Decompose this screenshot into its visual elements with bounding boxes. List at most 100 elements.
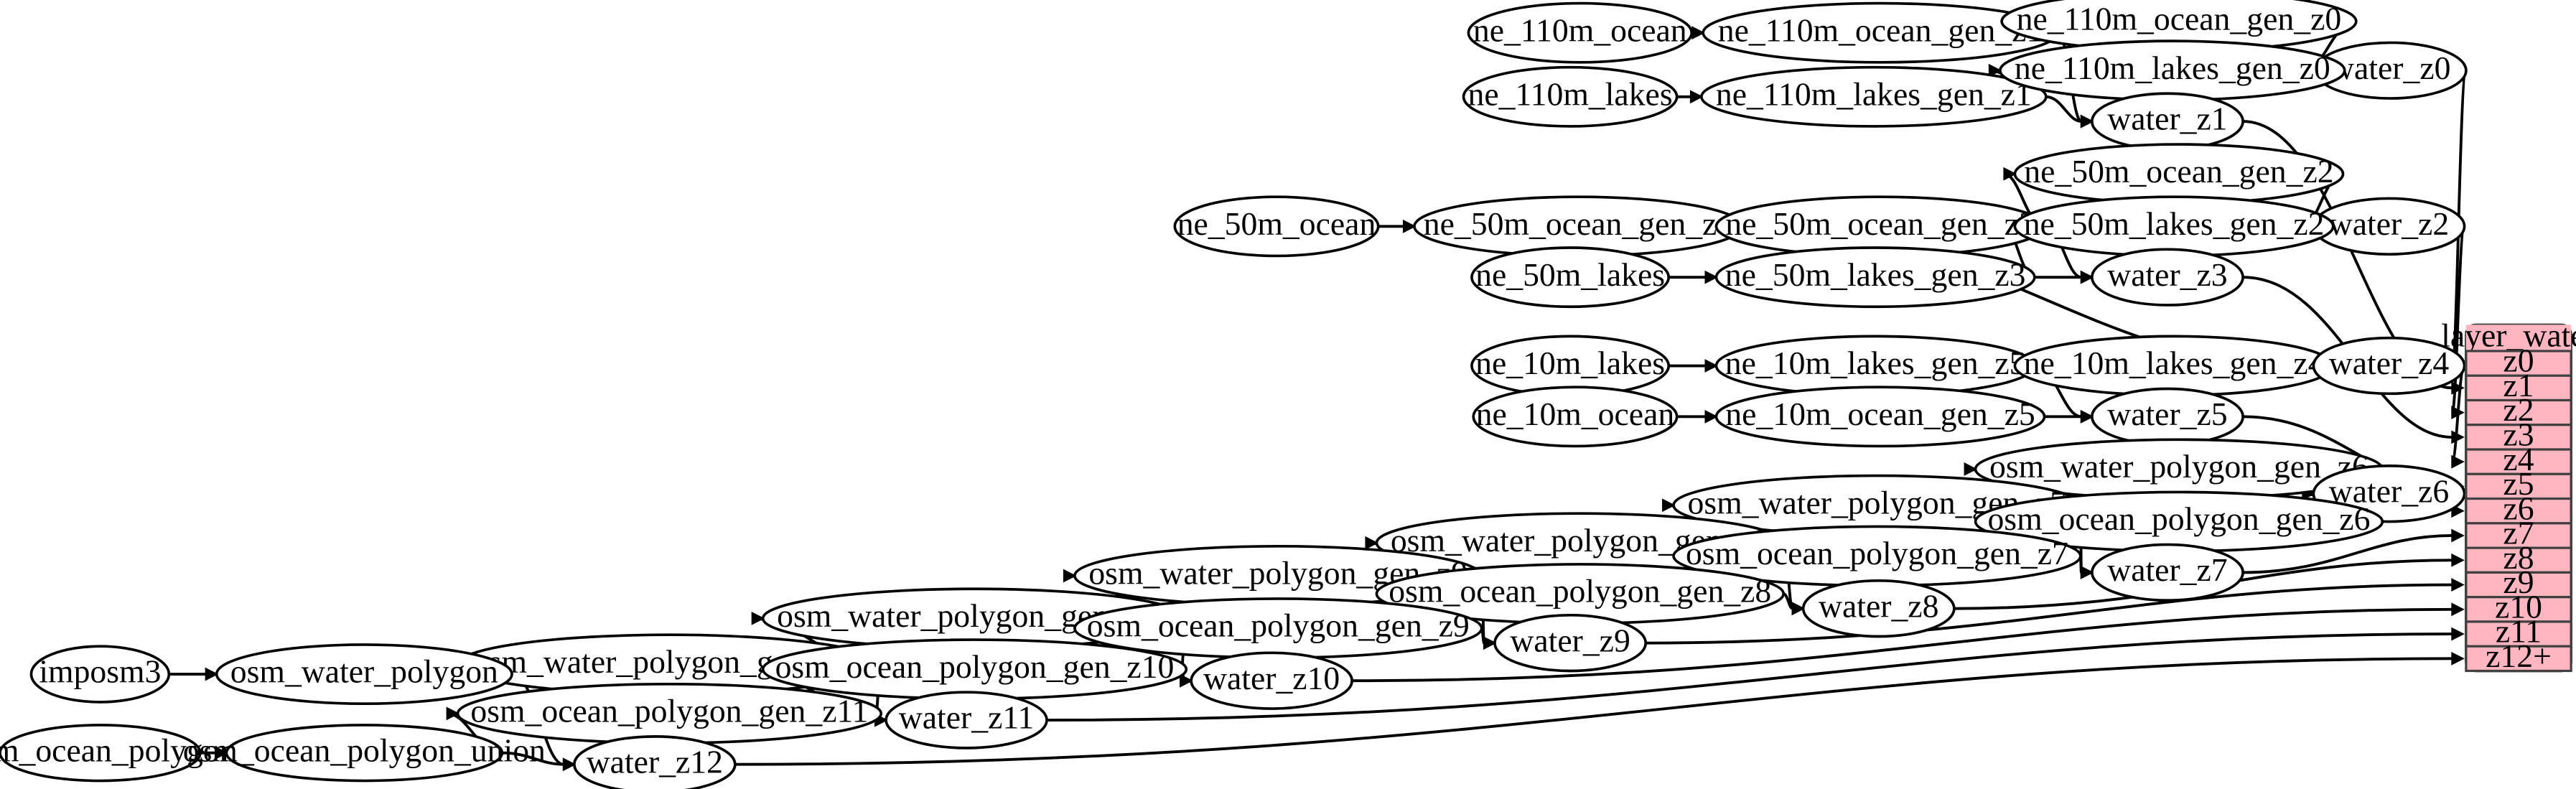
layer-water-row-z8[interactable]	[2465, 546, 2572, 574]
graph-node-water_z1[interactable]: water_z1	[2090, 92, 2244, 151]
node-shape-ne_110m_ocean_gen_z1	[1702, 1, 2059, 64]
graph-node-ne_10m_lakes_gen_z4[interactable]: ne_10m_lakes_gen_z4	[2013, 335, 2335, 397]
graph-node-water_z9[interactable]: water_z9	[1493, 613, 1648, 673]
node-shape-osm_ocean_polygon	[0, 724, 202, 783]
arrowhead-ne_50m_lakes--to--ne_50m_lakes_gen_z3	[1704, 270, 1719, 284]
arrowhead-osm_water_polygon_gen_z9--to--osm_water_polygon_gen_z8	[1365, 536, 1378, 550]
arrowhead-osm_ocean_polygon_gen_z7--to--water_z7	[2080, 566, 2094, 579]
arrowhead-osm_ocean_polygon_gen_z9--to--water_z9	[1483, 636, 1497, 650]
graph-node-osm_water_polygon[interactable]: osm_water_polygon	[215, 643, 513, 706]
arrowhead-water_z8--to--layer_water.z8	[2451, 553, 2465, 567]
node-shape-ne_10m_ocean_gen_z5	[1714, 386, 2046, 448]
node-shape-osm_water_polygon	[215, 643, 513, 706]
arrowhead-ne_110m_lakes--to--ne_110m_lakes_gen_z1	[1689, 90, 1704, 104]
node-shape-ne_10m_ocean	[1472, 386, 1679, 448]
graph-node-osm_ocean_polygon_gen_z11[interactable]: osm_ocean_polygon_gen_z11	[456, 682, 883, 744]
layer-water-row-z6[interactable]	[2465, 497, 2572, 525]
node-shape-water_z7	[2090, 543, 2244, 602]
layer-water-header-bg	[2465, 325, 2572, 351]
layer-water-row-z2[interactable]	[2465, 398, 2572, 426]
arrowhead-osm_ocean_polygon--to--osm_ocean_polygon_union	[215, 746, 228, 760]
arrowhead-water_z10--to--layer_water.z10	[2451, 602, 2465, 617]
graph-edge-water_z7--to--layer_water.z7	[2243, 534, 2453, 574]
graph-node-water_z8[interactable]: water_z8	[1801, 579, 1956, 638]
graph-node-ne_110m_ocean_gen_z1[interactable]: ne_110m_ocean_gen_z1	[1702, 1, 2059, 64]
graph-node-water_z5[interactable]: water_z5	[2090, 387, 2244, 447]
node-shape-ne_50m_lakes_gen_z3	[1714, 246, 2036, 309]
node-shape-ne_110m_lakes_gen_z1	[1700, 65, 2048, 128]
graph-node-ne_110m_lakes[interactable]: ne_110m_lakes	[1462, 65, 1679, 128]
graph-edge-water_z11--to--layer_water.z11	[1047, 632, 2453, 722]
arrowhead-osm_water_polygon_gen_z8--to--osm_water_polygon_gen_z7	[1662, 498, 1676, 513]
graph-node-ne_50m_ocean[interactable]: ne_50m_ocean	[1173, 195, 1380, 258]
node-shape-ne_110m_lakes	[1462, 65, 1679, 128]
arrowhead-ne_50m_ocean--to--ne_50m_ocean_gen_z4	[1402, 219, 1417, 233]
arrowhead-osm_water_polygon_gen_z11--to--osm_water_polygon_gen_z10	[751, 611, 765, 625]
arrowhead-osm_water_polygon_gen_z10--to--osm_water_polygon_gen_z9	[1063, 569, 1077, 583]
node-shape-ne_50m_ocean	[1173, 195, 1380, 258]
graph-node-ne_110m_ocean[interactable]: ne_110m_ocean	[1467, 1, 1694, 64]
graph-node-osm_ocean_polygon_union[interactable]: osm_ocean_polygon_union	[183, 724, 546, 783]
graph-node-ne_50m_lakes_gen_z2[interactable]: ne_50m_lakes_gen_z2	[2013, 195, 2335, 258]
node-shape-ne_50m_lakes	[1470, 246, 1671, 309]
arrowhead-ne_50m_ocean_gen_z3--to--ne_50m_ocean_gen_z2	[2003, 167, 2017, 181]
node-shape-ne_50m_lakes_gen_z2	[2013, 195, 2335, 258]
node-shape-ne_50m_ocean_gen_z2	[2013, 143, 2345, 205]
arrowhead-water_z12--to--layer_water.z12+	[2451, 651, 2465, 666]
node-shape-water_z11	[885, 691, 1048, 750]
graph-node-ne_50m_lakes[interactable]: ne_50m_lakes	[1470, 246, 1671, 309]
graph-node-ne_110m_lakes_gen_z1[interactable]: ne_110m_lakes_gen_z1	[1700, 65, 2048, 128]
graph-node-water_z2[interactable]: water_z2	[2312, 197, 2466, 256]
graph-node-water_z12[interactable]: water_z12	[573, 735, 737, 789]
node-shape-water_z8	[1801, 579, 1956, 638]
graph-node-water_z7[interactable]: water_z7	[2090, 543, 2244, 602]
layer-water-row-z9[interactable]	[2465, 571, 2572, 599]
arrowhead-ne_110m_ocean--to--ne_110m_ocean_gen_z1	[1691, 26, 1705, 40]
node-shape-water_z5	[2090, 387, 2244, 447]
layer-water-row-z4[interactable]	[2465, 448, 2572, 475]
layer-water-row-z5[interactable]	[2465, 472, 2572, 500]
layer-water-row-z1[interactable]	[2465, 374, 2572, 402]
layer-water-row-z7[interactable]	[2465, 522, 2572, 549]
graph-node-ne_50m_lakes_gen_z3[interactable]: ne_50m_lakes_gen_z3	[1714, 246, 2036, 309]
arrowhead-ne_110m_lakes_gen_z1--to--water_z1	[2080, 114, 2094, 129]
graph-node-water_z3[interactable]: water_z3	[2090, 248, 2244, 307]
graph-node-water_z10[interactable]: water_z10	[1190, 651, 1353, 710]
arrowhead-water_z7--to--layer_water.z7	[2451, 528, 2465, 543]
node-shape-ne_110m_lakes_gen_z0	[1999, 39, 2346, 102]
layer-water-row-z10[interactable]	[2465, 596, 2572, 623]
graph-node-osm_ocean_polygon[interactable]: osm_ocean_polygon	[0, 724, 236, 783]
arrowhead-osm_ocean_polygon_union--to--water_z12	[562, 757, 577, 772]
graph-edge-ne_110m_lakes_gen_z1--to--water_z1	[2045, 95, 2082, 123]
node-shape-water_z3	[2090, 248, 2244, 307]
arrowhead-osm_ocean_polygon_gen_z10--to--water_z10	[1180, 673, 1193, 688]
layer-water-row-z11[interactable]	[2465, 620, 2572, 648]
layer-water-row-z3[interactable]	[2465, 424, 2572, 451]
graph-node-ne_10m_ocean_gen_z5[interactable]: ne_10m_ocean_gen_z5	[1714, 386, 2046, 448]
node-shape-water_z1	[2090, 92, 2244, 151]
node-shape-ne_10m_lakes_gen_z4	[2013, 335, 2335, 397]
node-shape-osm_ocean_polygon_gen_z10	[761, 638, 1188, 701]
node-shape-osm_ocean_polygon_gen_z11	[456, 682, 883, 744]
graph-node-ne_10m_ocean[interactable]: ne_10m_ocean	[1472, 386, 1679, 448]
graph-edge-water_z9--to--layer_water.z9	[1646, 583, 2453, 645]
arrowhead-water_z11--to--layer_water.z11	[2451, 627, 2465, 641]
graph-node-imposm3[interactable]: imposm3	[29, 645, 171, 704]
arrowhead-osm_water_polygon_gen_z7--to--osm_water_polygon_gen_z6	[1964, 462, 1978, 476]
arrowhead-imposm3--to--osm_water_polygon	[205, 667, 219, 681]
layer-water-row-z12+[interactable]	[2465, 645, 2572, 673]
arrowhead-osm_ocean_polygon_gen_z8--to--water_z8	[1791, 602, 1806, 616]
graph-node-osm_ocean_polygon_gen_z10[interactable]: osm_ocean_polygon_gen_z10	[761, 638, 1188, 701]
graph-node-ne_110m_lakes_gen_z0[interactable]: ne_110m_lakes_gen_z0	[1999, 39, 2346, 102]
graph-node-ne_50m_ocean_gen_z2[interactable]: ne_50m_ocean_gen_z2	[2013, 143, 2345, 205]
arrowhead-osm_ocean_polygon_union--to--osm_ocean_polygon_gen_z11	[446, 706, 460, 721]
node-shape-imposm3	[29, 645, 171, 704]
graph-node-water_z4[interactable]: water_z4	[2312, 336, 2466, 396]
layer-water-row-z0[interactable]	[2465, 350, 2572, 377]
node-shape-water_z10	[1190, 651, 1353, 710]
node-shape-water_z12	[573, 735, 737, 789]
arrowhead-water_z4--to--layer_water.z4	[2451, 454, 2465, 469]
graph-node-water_z11[interactable]: water_z11	[885, 691, 1048, 750]
